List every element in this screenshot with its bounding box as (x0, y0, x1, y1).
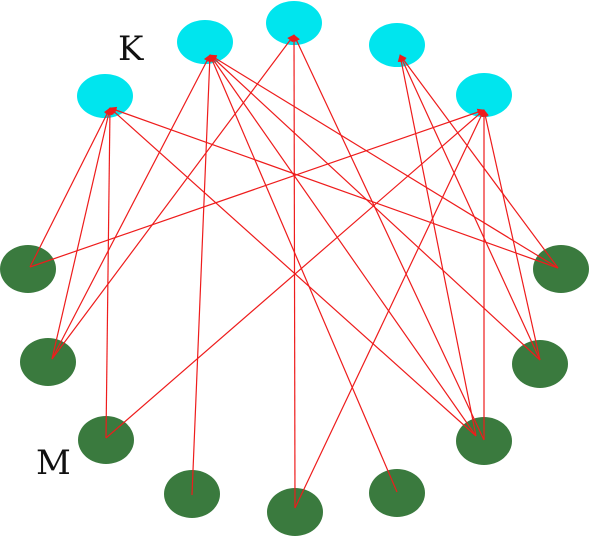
edge-m1-to-k1 (29, 107, 111, 268)
node-m6 (369, 469, 425, 517)
node-m3 (78, 416, 134, 464)
node-m2 (20, 338, 76, 386)
edge-m5-to-k3 (290, 34, 298, 509)
node-m8 (512, 340, 568, 388)
node-m7 (456, 417, 512, 465)
edge-m6-to-k2 (209, 54, 398, 493)
set-label-k: K (118, 29, 144, 69)
edge-m5-to-k5 (294, 109, 485, 509)
set-label-m: M (36, 443, 71, 483)
edge-m9-to-k2 (209, 54, 559, 269)
node-k2 (177, 20, 233, 64)
node-m9 (533, 245, 589, 293)
node-k4 (369, 23, 425, 67)
node-m5 (267, 488, 323, 536)
edge-m3-to-k5 (105, 109, 485, 439)
edge-m10-to-k1 (109, 107, 477, 437)
edge-m10-to-k4 (397, 54, 477, 437)
edges-layer (29, 34, 559, 509)
edge-m4-to-k2 (191, 54, 214, 496)
node-k3 (266, 1, 322, 45)
node-k1 (77, 74, 133, 118)
edge-m2-to-k2 (51, 54, 211, 360)
edge-m7-to-k3 (293, 34, 485, 441)
edge-m3-to-k1 (105, 107, 114, 439)
node-k5 (456, 73, 512, 117)
edge-m2-to-k3 (51, 34, 295, 360)
edge-m8-to-k4 (399, 54, 541, 361)
edge-m9-to-k1 (109, 106, 559, 269)
edge-m10-to-k2 (209, 54, 477, 437)
edge-m8-to-k5 (481, 109, 541, 361)
edge-m2-to-k1 (51, 107, 113, 360)
edge-m9-to-k4 (399, 54, 559, 269)
edge-m1-to-k5 (29, 108, 485, 268)
node-m1 (0, 245, 56, 293)
